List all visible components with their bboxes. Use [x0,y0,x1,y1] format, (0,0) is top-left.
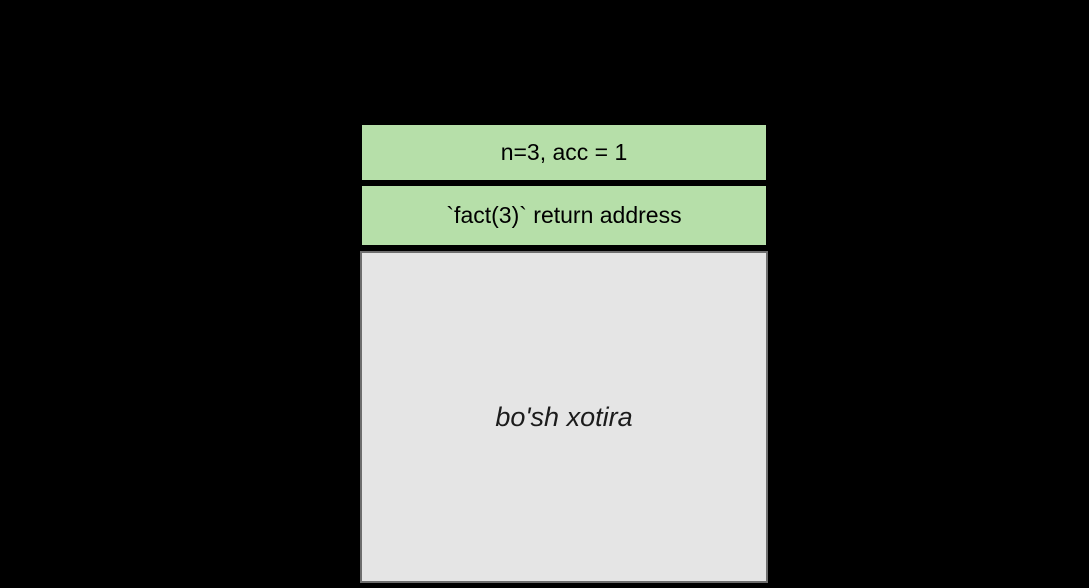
stack-frame-return-address-label: `fact(3)` return address [446,202,682,228]
free-memory-region: bo'sh xotira [360,251,768,583]
free-memory-label: bo'sh xotira [495,401,633,432]
stack-frame-variables-label: n=3, acc = 1 [500,139,628,165]
stack-frame-return-address: `fact(3)` return address [360,184,768,247]
stack-frame-variables: n=3, acc = 1 [360,123,768,182]
